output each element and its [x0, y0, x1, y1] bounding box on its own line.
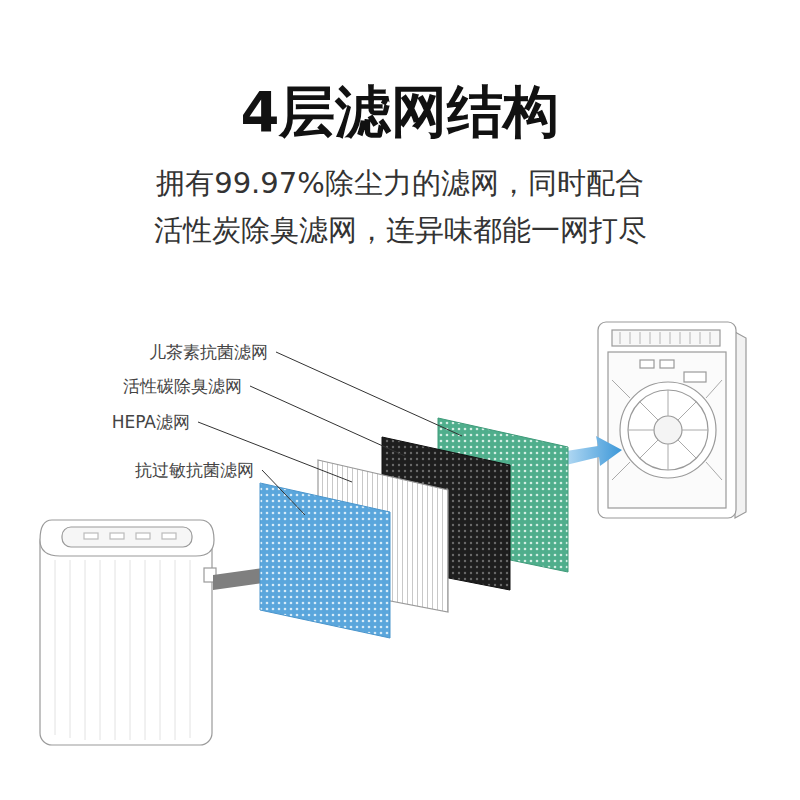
leader-line	[250, 386, 405, 456]
airflow-arrow	[560, 436, 622, 466]
leader-line	[262, 470, 305, 515]
leader-line	[276, 352, 462, 436]
part-label: 抗过敏抗菌滤网	[135, 459, 254, 481]
part-label: HEPA滤网	[112, 411, 190, 433]
allergy-filter	[260, 483, 390, 638]
purifier-front-body	[40, 520, 216, 745]
caption: 拥有99.97%除尘力的滤网，同时配合 活性炭除臭滤网，连异味都能一网打尽	[135, 160, 665, 254]
purifier-back-unit	[598, 322, 746, 518]
part-label: 儿茶素抗菌滤网	[149, 341, 268, 363]
title: 4层滤网结构	[0, 78, 800, 146]
part-label: 活性碳除臭滤网	[123, 375, 242, 397]
